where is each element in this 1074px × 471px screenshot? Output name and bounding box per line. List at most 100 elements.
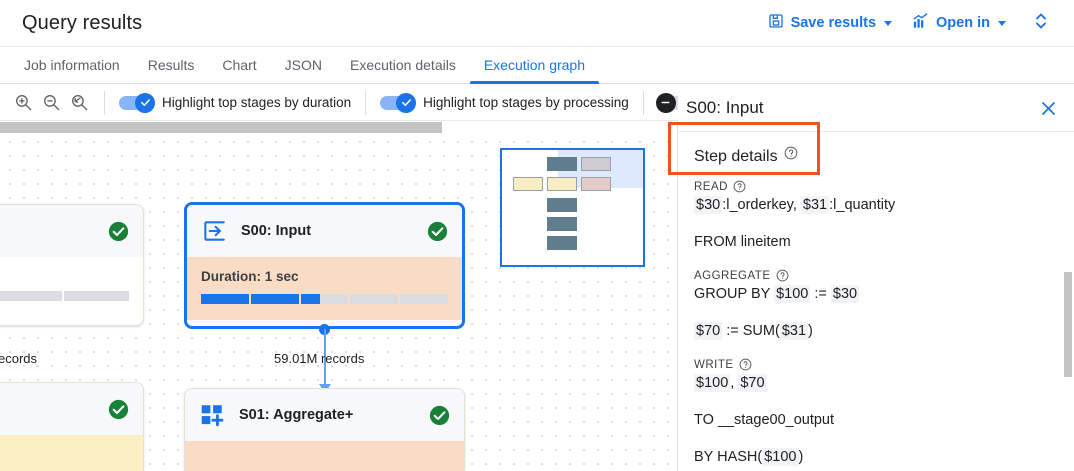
panel-entry-read: READ $30:l_orderkey, $31:l_quantity FROM… (686, 180, 1066, 253)
graph-hscroll-thumb[interactable] (0, 122, 442, 133)
bar-chart-icon (912, 13, 929, 33)
chevron-down-icon (998, 20, 1006, 26)
toggle-third-option[interactable] (644, 92, 678, 113)
open-in-button[interactable]: Open in (902, 7, 1016, 39)
minimap-node (547, 236, 577, 250)
step-details-panel: S00: Input Step details RE (678, 85, 1074, 471)
minimap-node (547, 217, 577, 231)
token: $70 (738, 374, 767, 393)
graph-node-s01-aggregate[interactable]: S01: Aggregate+ (184, 388, 465, 471)
entry-value: BY HASH($100) (694, 448, 804, 467)
toggle-label: Highlight top stages by processing (423, 95, 629, 110)
duration-bar-segment (0, 291, 62, 301)
tab-bar: Job information Results Chart JSON Execu… (0, 46, 1074, 84)
zoom-out-icon[interactable] (42, 93, 62, 113)
duration-bar (201, 294, 448, 304)
node-body: Duration: 1 sec (187, 257, 462, 320)
node-duration-label: Duration: 1 sec (201, 269, 299, 284)
minimap-node (581, 177, 611, 191)
toggle-highlight-by-processing[interactable]: Highlight top stages by processing (366, 92, 643, 113)
entry-key: AGGREGATE (694, 269, 1066, 282)
token: $70 (694, 322, 723, 341)
token: $100 (694, 374, 731, 393)
page-header: Query results Save results (0, 0, 1074, 46)
node-header: S00: Input (187, 205, 462, 257)
duration-bar-segment (250, 294, 299, 304)
node-header (0, 205, 143, 257)
panel-divider (678, 131, 1074, 132)
edge-label-records: 59.01M records (274, 351, 365, 366)
chevron-down-icon (884, 20, 893, 26)
page-title: Query results (22, 11, 143, 34)
tab-execution-details[interactable]: Execution details (349, 57, 456, 73)
close-icon[interactable] (1039, 99, 1058, 118)
node-title: S01: Aggregate+ (239, 407, 354, 423)
entry-value: FROM lineitem (694, 234, 791, 251)
node-title: S00: Input (241, 223, 312, 239)
graph-node-partial-top-left[interactable] (0, 204, 144, 326)
toolbar-divider (365, 90, 367, 115)
entry-key: WRITE (694, 358, 1066, 371)
tab-job-information[interactable]: Job information (24, 57, 120, 73)
duration-bar-segment (300, 294, 349, 304)
toggle-switch[interactable] (655, 92, 678, 113)
zoom-reset-icon[interactable] (70, 93, 90, 113)
entry-key-label: READ (694, 180, 728, 193)
entry-key: READ (694, 180, 1066, 193)
toggle-switch[interactable] (380, 92, 417, 113)
help-icon[interactable] (784, 146, 798, 165)
save-results-label: Save results (790, 15, 877, 31)
entry-key-label: WRITE (694, 358, 734, 371)
tab-chart[interactable]: Chart (222, 57, 257, 73)
help-icon[interactable] (739, 358, 752, 371)
execution-graph-canvas[interactable]: ecords S00: Input (0, 121, 678, 471)
graph-horizontal-scrollbar[interactable] (0, 121, 677, 133)
help-icon[interactable] (733, 180, 746, 193)
duration-bar (0, 291, 129, 301)
help-icon[interactable] (776, 269, 789, 282)
toolbar-divider (642, 90, 644, 115)
toggle-highlight-by-duration[interactable]: Highlight top stages by duration (105, 92, 365, 113)
entry-key-label: AGGREGATE (694, 269, 771, 282)
execution-graph-minimap[interactable] (500, 148, 645, 267)
duration-bar-segment (350, 294, 399, 304)
expand-collapse-button[interactable] (1016, 5, 1060, 42)
save-results-button[interactable]: Save results (758, 7, 902, 39)
panel-vertical-scrollbar-thumb[interactable] (1064, 272, 1072, 377)
node-body (185, 441, 464, 471)
edge-label-partial: ecords (0, 351, 38, 366)
entry-value: GROUP BY $100 := $30 (694, 285, 860, 304)
minimap-node (547, 177, 577, 191)
toolbar-divider (104, 90, 105, 115)
input-arrow-icon (201, 218, 227, 244)
panel-header: S00: Input (678, 85, 1074, 131)
duration-bar-segment (400, 294, 448, 304)
token: $30 (694, 196, 723, 214)
entry-value: TO __stage00_output (694, 412, 835, 429)
panel-entry-write: WRITE $100, $70 TO __stage00_output BY H… (686, 358, 1066, 468)
zoom-in-icon[interactable] (14, 93, 34, 113)
graph-node-partial-bottom-left[interactable] (0, 382, 144, 471)
graph-node-s00-input[interactable]: S00: Input Duration: 1 sec (184, 202, 465, 329)
tab-execution-graph[interactable]: Execution graph (469, 47, 600, 84)
open-in-label: Open in (936, 15, 990, 31)
toggle-knob (135, 92, 155, 113)
minimap-node (513, 177, 543, 191)
duration-bar-segment (63, 291, 129, 301)
panel-body: Step details READ (678, 132, 1074, 468)
tab-results[interactable]: Results (147, 57, 195, 73)
expand-collapse-icon (1034, 11, 1048, 36)
tab-json[interactable]: JSON (284, 57, 322, 73)
success-check-icon (427, 221, 448, 242)
entry-value: $100, $70 (694, 374, 767, 393)
entry-value: $30:l_orderkey, $31:l_quantity (694, 196, 896, 214)
toggle-label: Highlight top stages by duration (162, 95, 352, 110)
node-body (0, 257, 143, 317)
success-check-icon (108, 221, 129, 242)
minimap-node (547, 198, 577, 212)
panel-title: S00: Input (686, 98, 764, 117)
success-check-icon (108, 399, 129, 420)
step-details-heading: Step details (686, 132, 1066, 180)
toggle-switch[interactable] (119, 92, 155, 113)
